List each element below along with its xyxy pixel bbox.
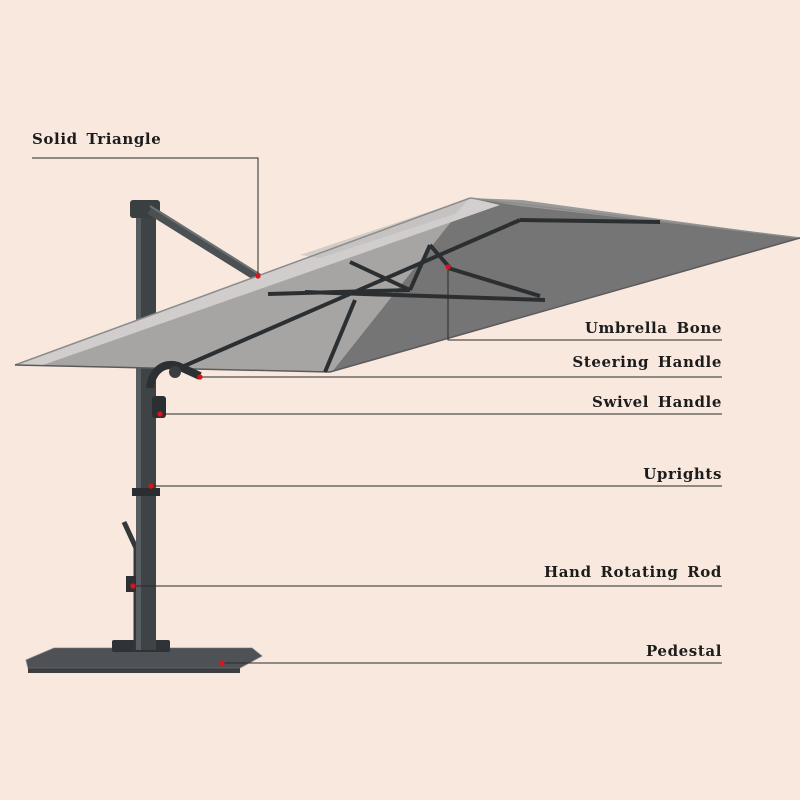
marker-hand-rotating-rod (130, 583, 136, 589)
label-steering-handle: Steering Handle (572, 353, 722, 371)
leader-umbrella-bone (447, 267, 722, 341)
leader-solid-triangle (32, 157, 259, 276)
marker-umbrella-bone (445, 264, 451, 270)
marker-solid-triangle (255, 273, 261, 279)
marker-dots (130, 264, 451, 666)
leader-lines (32, 157, 722, 664)
label-umbrella-bone: Umbrella Bone (584, 319, 722, 337)
marker-steering-handle (197, 374, 203, 380)
marker-uprights (148, 483, 154, 489)
marker-swivel-handle (157, 411, 163, 417)
solid-triangle-strut (147, 205, 265, 284)
label-pedestal: Pedestal (645, 642, 722, 660)
marker-pedestal (219, 660, 225, 666)
handles (146, 361, 202, 418)
label-solid-triangle: Solid Triangle (32, 130, 162, 148)
umbrella-bones (174, 218, 661, 373)
label-swivel-handle: Swivel Handle (592, 393, 722, 411)
umbrella-canopy (14, 197, 800, 373)
label-uprights: Uprights (643, 465, 722, 483)
label-hand-rotating-rod: Hand Rotating Rod (543, 563, 722, 581)
